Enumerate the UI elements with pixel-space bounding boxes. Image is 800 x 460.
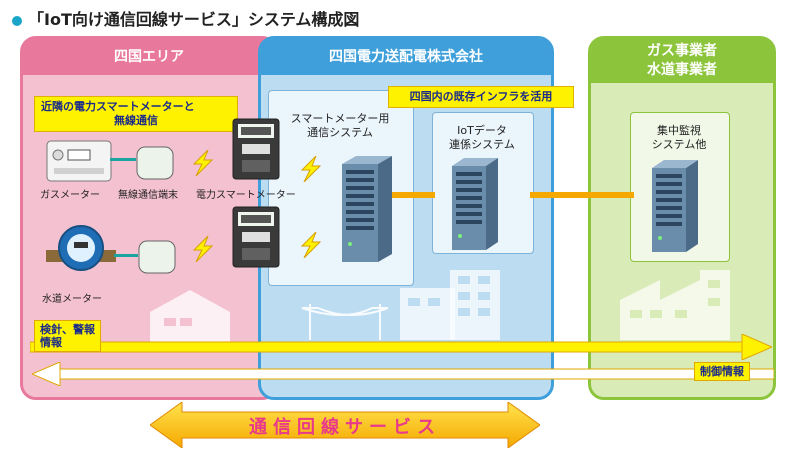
water-meter-label: 水道メーター	[42, 294, 102, 305]
smart-meter-system-label: スマートメーター用 通信システム	[268, 112, 412, 140]
lightning-icon-3	[300, 156, 322, 182]
wireless-terminal-icon-2	[138, 240, 176, 274]
control-info-text: 制御情報	[700, 365, 744, 378]
panel-gas-water-header: ガス事業者 水道事業者	[591, 39, 773, 83]
panel-shikoku-area-label: 四国エリア	[114, 49, 184, 65]
panel-yonden-header: 四国電力送配電株式会社	[261, 39, 551, 75]
link-iot-to-central	[530, 192, 634, 198]
smart-meter-system-label-line1: スマートメーター用	[290, 112, 390, 125]
lightning-icon	[192, 150, 214, 176]
power-line-icon	[301, 304, 389, 340]
power-meter-label: 電力スマートメーター	[196, 190, 296, 201]
house-icon	[150, 290, 230, 344]
building-icon	[400, 270, 500, 340]
diagram-title-text: 「IoT向け通信回線サービス」システム構成図	[28, 10, 360, 29]
central-system-label: 集中監視 システム他	[630, 124, 728, 152]
control-info-tag: 制御情報	[694, 362, 750, 382]
callout-neighbor-line1: 近隣の電力スマートメーターと	[41, 100, 195, 113]
panel-yonden-label: 四国電力送配電株式会社	[329, 49, 483, 65]
central-system-label-line2: システム他	[651, 138, 707, 151]
server-rack-icon-3	[652, 160, 698, 252]
meter-info-line1: 検針、警報	[40, 323, 95, 336]
server-rack-icon	[342, 156, 392, 262]
gas-meter-icon	[46, 140, 112, 182]
smart-meter-system-label-line2: 通信システム	[307, 126, 373, 139]
lightning-icon-4	[300, 232, 322, 258]
iot-system-label: IoTデータ 連係システム	[432, 124, 532, 152]
panel-gas-label: ガス事業者	[647, 43, 717, 59]
water-to-terminal-line	[114, 254, 138, 257]
iot-system-label-line1: IoTデータ	[457, 124, 507, 137]
meter-info-tag: 検針、警報 情報	[34, 320, 101, 353]
service-banner-arrow	[150, 402, 540, 448]
gas-meter-label: ガスメーター	[40, 190, 100, 201]
power-smart-meter-icon-2	[232, 206, 280, 268]
wireless-terminal-label: 無線通信端末	[118, 190, 178, 201]
meter-info-line2: 情報	[40, 336, 62, 350]
central-system-label-line1: 集中監視	[657, 124, 701, 137]
lightning-icon-2	[192, 236, 214, 262]
water-meter-icon	[46, 225, 116, 271]
bullet-icon	[12, 15, 22, 26]
factory-icon	[620, 270, 730, 340]
callout-infra-text: 四国内の既存インフラを活用	[409, 90, 553, 103]
link-sm-to-iot	[375, 192, 435, 198]
callout-neighbor: 近隣の電力スマートメーターと 無線通信	[34, 96, 238, 132]
gas-to-terminal-line	[110, 158, 136, 161]
power-smart-meter-icon	[232, 118, 280, 180]
iot-system-label-line2: 連係システム	[449, 138, 515, 151]
panel-shikoku-area-header: 四国エリア	[23, 39, 275, 75]
callout-infra: 四国内の既存インフラを活用	[388, 86, 574, 108]
arrow-right-meter-info	[30, 334, 772, 360]
panel-water-label: 水道事業者	[647, 62, 717, 78]
callout-neighbor-line2: 無線通信	[114, 113, 158, 127]
diagram-title: 「IoT向け通信回線サービス」システム構成図	[12, 6, 359, 30]
server-rack-icon-2	[452, 158, 498, 250]
service-banner-text: 通信回線サービス	[249, 417, 441, 438]
wireless-terminal-icon	[136, 146, 174, 180]
arrow-left-control-info	[32, 362, 774, 386]
